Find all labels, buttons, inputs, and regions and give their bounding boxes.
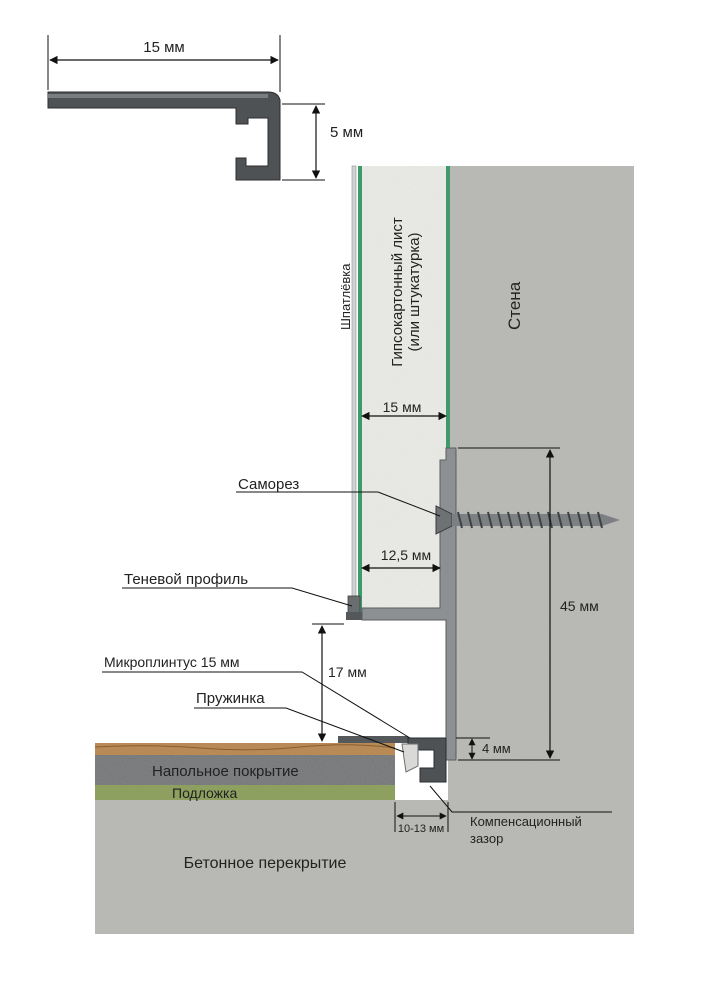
screw-label: Саморез [238, 476, 299, 493]
wall-texture [448, 166, 634, 800]
putty-layer [351, 165, 357, 601]
dim-drywall-thickness: 15 мм [361, 399, 447, 421]
skirting-height-label: 4 мм [482, 741, 511, 756]
screw [435, 505, 620, 535]
screw-threads [457, 511, 603, 529]
shadow-profile-foot [346, 612, 362, 620]
drywall-face-green [358, 166, 362, 614]
wall: Стена [448, 166, 634, 800]
putty-label: Шпатлёвка [338, 263, 353, 330]
inner-width-label: 12,5 мм [381, 547, 431, 563]
drywall-label-2: (или штукатурка) [406, 232, 423, 351]
wood-grain [94, 744, 396, 751]
drywall-label-1: Гипсокартонный лист [389, 217, 406, 367]
screw-tip [602, 514, 620, 526]
floor-covering-label: Напольное покрытие [152, 763, 299, 780]
floor-covering-texture [95, 755, 395, 785]
screw-leader [236, 491, 441, 517]
shadow-profile [346, 447, 457, 761]
slab-texture [95, 800, 634, 934]
expansion-gap-label-1: Компенсационный [470, 814, 582, 829]
spring-label: Пружинка [196, 690, 265, 707]
dim-skirting-height: 4 мм [456, 737, 511, 760]
dim-profile-height: 45 мм [458, 447, 599, 761]
shadow-profile-leader [122, 587, 353, 607]
top-profile-highlight [48, 94, 268, 98]
slab-label: Бетонное перекрытие [184, 855, 347, 872]
floor-layers: Напольное покрытие Подложка [94, 743, 448, 801]
spring-shape [401, 743, 419, 773]
top-profile-shape [47, 91, 281, 181]
drywall-back-green [446, 166, 450, 448]
micro-skirting-leader [102, 671, 411, 739]
expansion-gap-label-2: зазор [470, 831, 503, 846]
skirting-top [338, 736, 408, 743]
micro-skirting [338, 736, 447, 783]
expansion-gap-size-label: 10-13 мм [398, 823, 444, 835]
expansion-gap-leader [429, 785, 612, 813]
shadow-profile-label: Теневой профиль [124, 571, 248, 588]
underlay-layer [95, 785, 395, 800]
callouts: Саморез Теневой профиль Микроплинтус 15 … [102, 476, 612, 846]
drywall-thickness-label: 15 мм [383, 399, 422, 415]
drywall-texture [362, 166, 446, 614]
profile-height-label: 45 мм [560, 598, 599, 614]
dim-inner-width: 12,5 мм [361, 547, 441, 573]
spring-leader [194, 707, 405, 753]
underlay-label: Подложка [172, 785, 237, 801]
top-width-label: 15 мм [143, 39, 184, 56]
micro-skirting-label: Микроплинтус 15 мм [104, 654, 240, 670]
top-height-label: 5 мм [330, 124, 363, 141]
gap-height-label: 17 мм [328, 664, 367, 680]
concrete-slab: Бетонное перекрытие [95, 800, 634, 934]
dim-gap-height: 17 мм [312, 623, 367, 742]
drywall: Шпатлёвка Гипсокартонный лист (или штука… [338, 165, 450, 614]
top-profile-detail: 15 мм 5 мм [47, 35, 363, 181]
wall-label: Стена [505, 281, 524, 330]
